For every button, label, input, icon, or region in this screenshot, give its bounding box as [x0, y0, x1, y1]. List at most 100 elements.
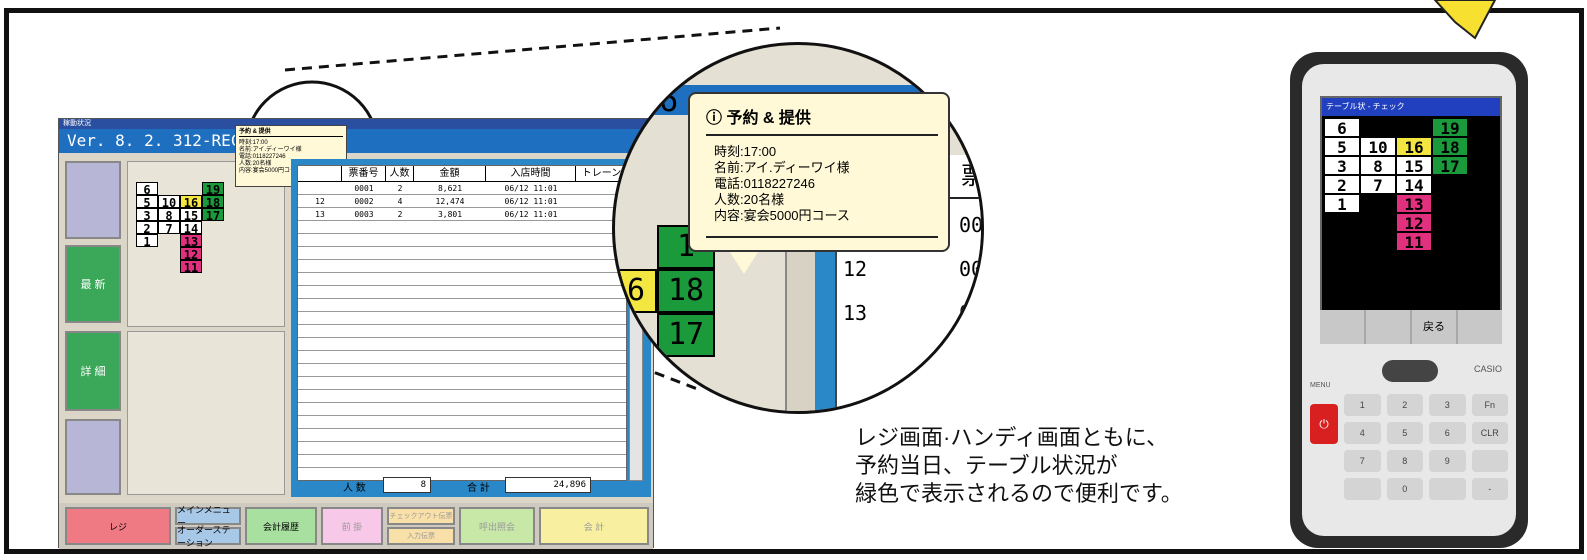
tooltip-title-text: 予約 & 提供 — [726, 110, 811, 127]
table-cell-16[interactable]: 16 — [1396, 137, 1432, 157]
register-button[interactable]: レジ — [65, 507, 171, 545]
table-cell-empty — [158, 260, 180, 273]
cell: 12,474 — [435, 197, 465, 206]
key[interactable]: 9 — [1429, 450, 1466, 472]
refresh-button[interactable]: 最 新 — [65, 245, 121, 323]
table-cell-13[interactable]: 13 — [180, 234, 202, 249]
key[interactable]: 5 — [1386, 422, 1423, 444]
key[interactable]: 4 — [1344, 422, 1381, 444]
table-cell-15[interactable]: 15 — [180, 208, 202, 223]
history-button[interactable]: 会計履歴 — [245, 507, 317, 545]
tooltip-line: 時刻:17:00 — [714, 144, 777, 159]
main-menu-button[interactable]: メインメニュー — [175, 505, 241, 528]
key[interactable] — [1344, 478, 1381, 500]
list-item — [298, 364, 626, 377]
table-cell-14[interactable]: 14 — [180, 221, 202, 236]
mag-number: 6 — [659, 81, 679, 119]
table-cell-1[interactable]: 1 — [1324, 194, 1360, 214]
table-cell-17[interactable]: 17 — [202, 208, 224, 223]
call-inquiry-button[interactable]: 呼出照会 — [459, 507, 535, 545]
nav-pad[interactable] — [1382, 360, 1438, 382]
table-cell-6[interactable]: 6 — [136, 182, 158, 197]
softkey-1[interactable] — [1320, 310, 1364, 344]
list-item — [298, 442, 626, 455]
key[interactable]: 8 — [1386, 450, 1423, 472]
table-cell-13[interactable]: 13 — [1396, 194, 1432, 214]
table-cell-11[interactable]: 11 — [1396, 232, 1432, 252]
table-cell-empty — [1432, 232, 1468, 251]
people-total: 8 — [383, 477, 431, 493]
table-cell-15[interactable]: 15 — [1396, 156, 1432, 176]
checkout-slip-button[interactable]: チェックアウト伝票 — [387, 507, 455, 525]
list-item — [298, 299, 626, 312]
key[interactable]: 7 — [1344, 450, 1381, 472]
cell: 12 — [315, 197, 325, 206]
cell: 4 — [397, 197, 403, 206]
table-cell-5[interactable]: 5 — [136, 195, 158, 210]
softkey-4[interactable] — [1458, 310, 1502, 344]
list-item — [298, 312, 626, 325]
table-cell-11[interactable]: 11 — [180, 260, 202, 275]
table-cell-3[interactable]: 3 — [136, 208, 158, 223]
tooltip-line: 名前:アイ.ディーワイ様 — [239, 147, 302, 153]
table-cell-empty — [1360, 118, 1396, 137]
empty-rows — [298, 221, 626, 468]
order-station-button[interactable]: オーダーステーション — [175, 525, 241, 548]
key[interactable]: - — [1471, 478, 1508, 500]
table-cell-empty — [158, 234, 180, 247]
table-cell-10[interactable]: 10 — [1360, 137, 1396, 157]
table-cell-8[interactable]: 8 — [1360, 156, 1396, 176]
table-cell-7[interactable]: 7 — [1360, 175, 1396, 195]
softkey-2[interactable] — [1366, 310, 1410, 344]
input-slip-button[interactable]: 入力伝票 — [387, 527, 455, 545]
list-item — [298, 416, 626, 429]
keypad-row: 0- — [1344, 478, 1508, 500]
table-cell-17[interactable]: 17 — [1432, 156, 1468, 176]
tooltip-title: ⓘ 予約 & 提供 — [706, 104, 811, 128]
table-cell-3[interactable]: 3 — [1324, 156, 1360, 176]
checkout-button[interactable]: 会 計 — [539, 507, 649, 545]
key[interactable]: 6 — [1429, 422, 1466, 444]
caption-line: レジ画面·ハンディ画面ともに、 — [855, 425, 1169, 450]
table-cell-7[interactable]: 7 — [158, 221, 180, 236]
key[interactable]: 2 — [1386, 394, 1423, 416]
table-cell-6[interactable]: 6 — [1324, 118, 1360, 138]
table-cell-2[interactable]: 2 — [1324, 175, 1360, 195]
key[interactable]: 3 — [1429, 394, 1466, 416]
key[interactable] — [1471, 450, 1508, 472]
caption-line: 緑色で表示されるので便利です。 — [855, 481, 1183, 506]
list-item — [298, 286, 626, 299]
table-cell-5[interactable]: 5 — [1324, 137, 1360, 157]
detail-button[interactable]: 詳 細 — [65, 331, 121, 411]
table-cell-12[interactable]: 12 — [180, 247, 202, 262]
table-cell-8[interactable]: 8 — [158, 208, 180, 223]
table-cell-19[interactable]: 19 — [202, 182, 224, 197]
left-button-1[interactable] — [65, 161, 121, 239]
table-cell-16[interactable]: 16 — [180, 195, 202, 210]
table-cell-12[interactable]: 12 — [1396, 213, 1432, 233]
key[interactable]: 0 — [1386, 478, 1423, 500]
table-cell-2[interactable]: 2 — [136, 221, 158, 236]
advance-button[interactable]: 前 掛 — [321, 507, 383, 545]
key[interactable] — [1429, 478, 1466, 500]
table-cell-18[interactable]: 18 — [1432, 137, 1468, 157]
key[interactable]: 1 — [1344, 394, 1381, 416]
mag-header-text: 票 — [961, 163, 984, 190]
key[interactable]: CLR — [1471, 422, 1508, 444]
handheld-title-bar: テーブル状 - チェック — [1322, 98, 1500, 116]
table-cell-14[interactable]: 14 — [1396, 175, 1432, 195]
table-cell-10[interactable]: 10 — [158, 195, 180, 210]
table-cell-1[interactable]: 1 — [136, 234, 158, 249]
table-cell-18[interactable]: 18 — [202, 195, 224, 210]
power-button[interactable]: ⏻ — [1310, 404, 1338, 444]
left-button-4[interactable] — [65, 419, 121, 495]
table-cell-19[interactable]: 19 — [1432, 118, 1468, 138]
table-cell-empty — [1324, 213, 1360, 232]
back-softkey[interactable]: 戻る — [1412, 310, 1456, 344]
key[interactable]: Fn — [1471, 394, 1508, 416]
